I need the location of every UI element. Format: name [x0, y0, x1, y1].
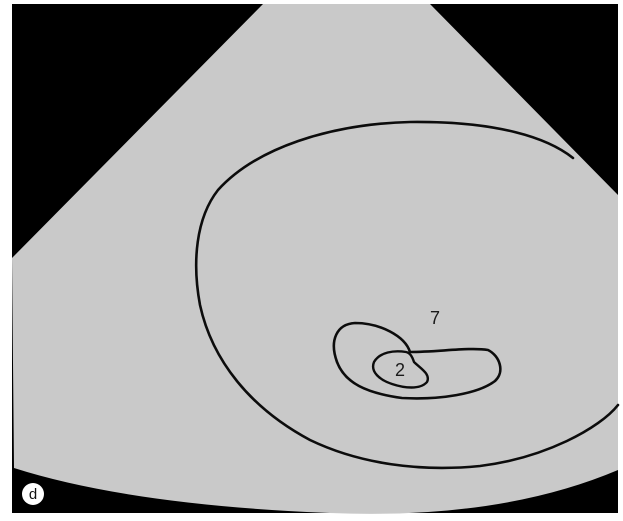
contour-label-7: 7 — [430, 308, 440, 328]
panel-badge: d — [22, 483, 44, 505]
contour-label-2: 2 — [395, 360, 405, 380]
panel-letter: d — [29, 486, 37, 503]
